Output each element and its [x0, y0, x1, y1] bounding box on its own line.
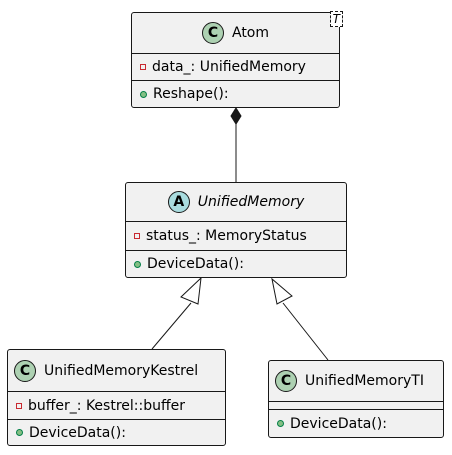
class-header: A UnifiedMemory	[126, 183, 346, 221]
method-text: DeviceData():	[290, 415, 387, 432]
public-visibility-icon	[277, 420, 284, 427]
methods-compartment: DeviceData():	[126, 250, 346, 277]
fields-compartment-empty	[269, 401, 443, 409]
class-name: UnifiedMemoryKestrel	[44, 362, 199, 379]
class-unified-memory-ti[interactable]: C UnifiedMemoryTI DeviceData():	[268, 360, 444, 438]
abstract-stereotype-icon: A	[167, 191, 190, 213]
class-header: C UnifiedMemoryTI	[269, 361, 443, 401]
composition-diamond	[230, 107, 242, 125]
private-visibility-icon	[134, 233, 140, 239]
class-stereotype-icon: C	[275, 370, 297, 392]
class-stereotype-icon: C	[14, 359, 36, 382]
class-name: UnifiedMemory	[197, 194, 305, 210]
method-text: DeviceData():	[29, 424, 126, 441]
public-visibility-icon	[140, 90, 147, 98]
class-unified-memory[interactable]: A UnifiedMemory status_: MemoryStatus De…	[125, 182, 347, 278]
class-name: Atom	[231, 25, 270, 41]
method-text: Reshape():	[153, 86, 229, 102]
public-visibility-icon	[16, 429, 23, 436]
class-unified-memory-kestrel[interactable]: C UnifiedMemoryKestrel buffer_: Kestrel:…	[7, 349, 226, 446]
class-header: C Atom	[132, 13, 339, 53]
field-text: buffer_: Kestrel::buffer	[28, 397, 185, 414]
fields-compartment: buffer_: Kestrel::buffer	[8, 391, 225, 419]
class-header: C UnifiedMemoryKestrel	[8, 350, 225, 391]
inheritance-line-ti	[282, 302, 329, 361]
template-parameter: T	[329, 11, 343, 27]
inheritance-line-kestrel	[151, 302, 192, 350]
methods-compartment: Reshape():	[132, 80, 339, 107]
method-text: DeviceData():	[147, 256, 244, 272]
class-name: UnifiedMemoryTI	[305, 373, 424, 389]
fields-compartment: data_: UnifiedMemory	[132, 53, 339, 80]
methods-compartment: DeviceData():	[269, 409, 443, 437]
fields-compartment: status_: MemoryStatus	[126, 221, 346, 250]
class-stereotype-icon: C	[201, 22, 224, 44]
private-visibility-icon	[140, 64, 146, 70]
methods-compartment: DeviceData():	[8, 419, 225, 445]
private-visibility-icon	[16, 402, 22, 409]
public-visibility-icon	[134, 260, 141, 268]
inheritance-arrow-kestrel	[180, 276, 202, 305]
inheritance-arrow-ti	[271, 277, 293, 305]
class-atom[interactable]: T C Atom data_: UnifiedMemory Reshape():	[131, 11, 343, 108]
field-text: status_: MemoryStatus	[146, 228, 307, 244]
field-text: data_: UnifiedMemory	[152, 59, 306, 75]
